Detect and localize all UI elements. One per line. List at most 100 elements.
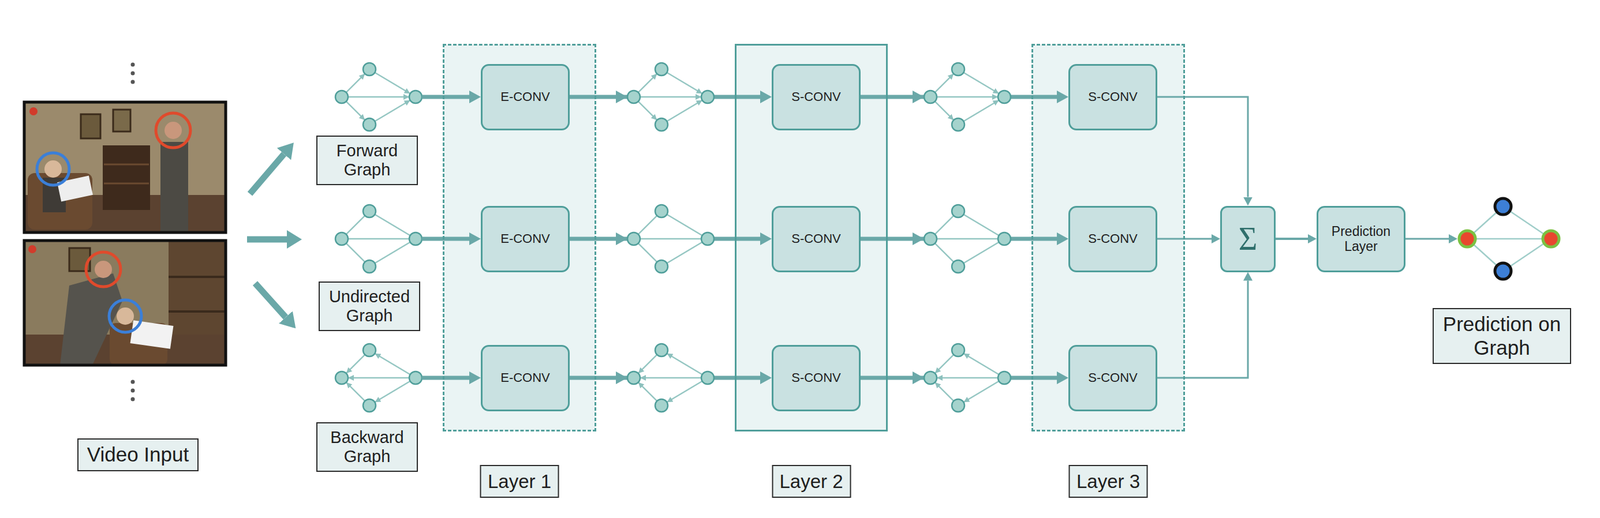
video-frame <box>94 260 112 279</box>
input-arrow <box>247 154 287 318</box>
video-frame <box>168 310 226 313</box>
video-frame <box>109 300 142 333</box>
prediction-graph <box>1542 230 1560 248</box>
layer-label: Layer 1 <box>480 465 560 499</box>
graph-to-conv-arrow <box>421 376 470 381</box>
video-frame <box>168 275 226 279</box>
forward-graph-icon <box>627 61 714 133</box>
conv-block: Prediction Layer <box>1316 206 1406 273</box>
node-label: S-CONV <box>791 370 841 385</box>
forward-graph-icon <box>924 61 1011 133</box>
ellipsis-dots <box>131 397 136 402</box>
video-frame <box>164 121 182 140</box>
node-label: Forward Graph <box>322 141 413 181</box>
graph-to-conv-arrow <box>421 237 470 242</box>
layer-region: Layer 1E-CONVE-CONVE-CONV <box>442 43 597 432</box>
arrow-head <box>615 371 628 385</box>
conv-block: S-CONV <box>1068 64 1158 131</box>
conv-block: S-CONV <box>771 206 861 273</box>
prediction-graph <box>1494 263 1512 280</box>
video-frame <box>24 240 226 366</box>
video-frame <box>24 240 226 366</box>
input-arrow <box>249 154 284 194</box>
prediction-graph <box>1467 238 1551 241</box>
video-frame <box>36 152 70 186</box>
ellipsis-dots <box>131 80 136 85</box>
layer-fill <box>443 45 1184 431</box>
flow-arrow <box>1275 237 1308 241</box>
arrow-head <box>615 90 925 385</box>
graph-to-conv-arrow <box>421 95 470 100</box>
conv-block: S-CONV <box>771 345 861 412</box>
prediction-box: Prediction on Graph <box>1432 308 1572 365</box>
graph-to-conv-arrow <box>421 96 470 379</box>
node-label: E-CONV <box>500 89 551 104</box>
video-frame <box>130 320 174 349</box>
caption-box: Undirected Graph <box>318 281 421 332</box>
video-frame <box>24 240 226 366</box>
video-frame <box>86 252 121 287</box>
conv-block: E-CONV <box>480 64 570 131</box>
ellipsis-dots <box>131 389 136 394</box>
video-frame <box>103 163 149 166</box>
node-label: S-CONV <box>1088 89 1138 104</box>
node-label: S-CONV <box>791 89 841 104</box>
layer-label: Layer 2 <box>771 465 851 499</box>
backward-graph-icon <box>924 342 1011 414</box>
video-frame <box>116 307 134 325</box>
video-frame <box>24 102 226 233</box>
video-frame <box>160 141 189 233</box>
video-frame <box>103 182 149 185</box>
arrow-head <box>912 371 925 385</box>
flow-arrow <box>1157 281 1248 379</box>
video-frame <box>80 114 101 139</box>
node-label: E-CONV <box>500 231 551 246</box>
video-frame <box>27 173 93 230</box>
ellipsis-dots <box>131 62 136 67</box>
backward-graph-icon <box>335 342 422 414</box>
output-arrow <box>1405 238 1449 241</box>
video-frame <box>29 107 38 116</box>
node-label: Video Input <box>87 443 189 467</box>
prediction-graph <box>1494 198 1512 215</box>
node-label: Undirected Graph <box>324 287 415 327</box>
node-label: Prediction on Graph <box>1439 312 1565 360</box>
forward-graph-icon <box>335 61 422 133</box>
arrow-head <box>615 232 628 246</box>
undirected-graph-icon <box>335 203 422 275</box>
ellipsis-dots <box>131 380 136 385</box>
prediction-graph <box>1467 206 1551 272</box>
flow-arrow <box>1157 96 1248 198</box>
video-frame <box>57 176 93 203</box>
caption-box: Forward Graph <box>316 135 418 186</box>
node-label: S-CONV <box>1088 231 1138 246</box>
video-frame <box>24 102 226 233</box>
prediction-graph <box>1459 198 1560 280</box>
video-frame <box>155 113 191 148</box>
node-label: E-CONV <box>500 370 551 385</box>
node-label: Backward Graph <box>322 428 413 467</box>
video-frame <box>24 240 226 366</box>
node-label: Σ <box>1238 220 1258 258</box>
video-frame <box>24 102 226 233</box>
video-frame <box>24 102 226 233</box>
arrow-head <box>912 232 925 246</box>
video-frame <box>44 160 62 178</box>
conv-block: S-CONV <box>771 64 861 131</box>
input-arrow <box>247 236 287 244</box>
arrow-head <box>912 90 925 104</box>
prediction-graph <box>1459 230 1476 248</box>
video-frame <box>28 245 37 254</box>
arrow-head <box>615 90 628 104</box>
caption-box: Video Input <box>77 438 199 472</box>
ellipsis-dots <box>131 71 136 76</box>
undirected-graph-icon <box>924 203 1011 275</box>
layer-region: Layer 3S-CONVS-CONVS-CONV <box>1031 43 1185 432</box>
conv-block: E-CONV <box>480 345 570 412</box>
layer-region: Layer 2S-CONVS-CONVS-CONV <box>734 43 888 432</box>
sum-block: Σ <box>1220 206 1276 273</box>
backward-graph-icon <box>627 342 714 414</box>
conv-block: S-CONV <box>1068 206 1158 273</box>
node-label: S-CONV <box>1088 370 1138 385</box>
